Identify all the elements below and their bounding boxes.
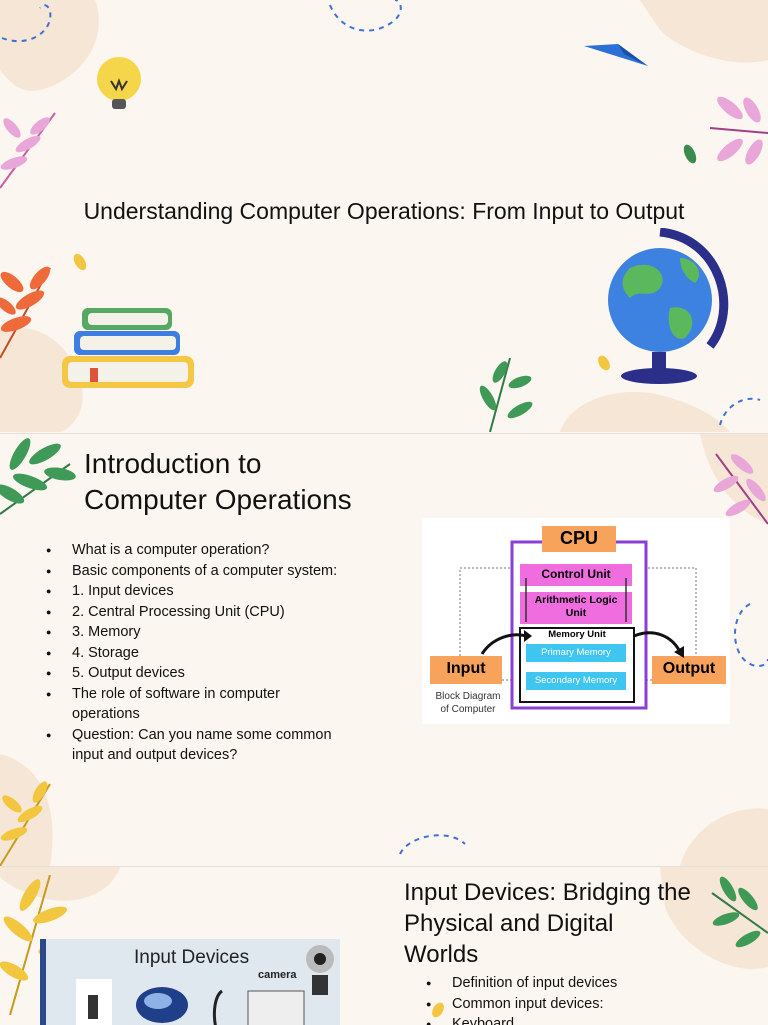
list-item: What is a computer operation?	[46, 540, 346, 561]
bullet-list: Definition of input devices Common input…	[426, 973, 726, 1025]
input-label: Input	[446, 660, 486, 677]
leaf-icon	[598, 355, 610, 371]
list-item: Question: Can you name some common input…	[46, 725, 346, 766]
pink-leaf-icon	[0, 112, 56, 189]
slide-title-line: Introduction to	[84, 448, 262, 479]
slide-title-line: Computer Operations	[84, 484, 352, 515]
orange-leaf-icon	[0, 266, 51, 359]
cpu-label: CPU	[559, 528, 598, 548]
devices-illustration	[40, 939, 334, 1025]
slide-title-line: Physical and Digital	[404, 910, 614, 937]
alu-label: Arithmetic Logic Unit	[534, 594, 618, 619]
cpu-block-diagram: CPU Control Unit Arithmetic Logic Unit M…	[422, 518, 730, 724]
control-unit-label: Control Unit	[541, 567, 611, 581]
diagram-caption-line: of Computer	[440, 704, 496, 715]
list-item: Common input devices:	[426, 994, 726, 1015]
pink-leaf-icon	[713, 453, 768, 525]
green-leaf-icon	[479, 358, 533, 432]
introduction-slide: Introduction to Computer Operations What…	[0, 433, 768, 866]
globe-icon	[608, 228, 729, 384]
leaf-icon	[683, 144, 697, 164]
slide-title: Introduction to Computer Operations	[84, 446, 404, 518]
diagram-caption: Block Diagram of Computer	[428, 690, 508, 716]
green-leaf-icon	[0, 438, 76, 515]
slide-title-line: Worlds	[404, 941, 479, 968]
list-item: 2. Central Processing Unit (CPU)	[46, 602, 346, 623]
output-label: Output	[662, 660, 716, 677]
list-item: Basic components of a computer system:	[46, 561, 346, 582]
slide-title-line: Input Devices: Bridging the	[404, 879, 691, 906]
list-item: Definition of input devices	[426, 973, 726, 994]
paper-plane-icon	[584, 44, 648, 66]
slide-title: Input Devices: Bridging the Physical and…	[404, 877, 734, 970]
block-diagram-graphic	[430, 526, 726, 710]
background-decoration	[0, 0, 768, 432]
input-devices-slide: Input Devices: Bridging the Physical and…	[0, 866, 768, 1025]
list-item: 1. Input devices	[46, 581, 346, 602]
primary-memory-label: Primary Memory	[541, 647, 611, 658]
diagram-caption-line: Block Diagram	[435, 691, 501, 702]
leaf-icon	[73, 253, 87, 271]
input-devices-image: Input Devices camera	[40, 939, 340, 1025]
list-item: 3. Memory	[46, 622, 346, 643]
list-item: The role of software in computer operati…	[46, 684, 346, 725]
list-item: Keyboard	[426, 1014, 726, 1025]
books-icon	[62, 308, 194, 388]
secondary-memory-label: Secondary Memory	[534, 675, 618, 686]
list-item: 5. Output devices	[46, 663, 346, 684]
yellow-leaf-icon	[0, 781, 51, 866]
green-leaf-icon	[711, 876, 768, 948]
bullet-list: What is a computer operation? Basic comp…	[46, 540, 346, 766]
list-item: 4. Storage	[46, 643, 346, 664]
title-slide: Understanding Computer Operations: From …	[0, 0, 768, 432]
memory-unit-label: Memory Unit	[548, 629, 606, 640]
pink-leaf-icon	[709, 96, 768, 165]
lightbulb-icon	[97, 57, 141, 109]
slide-title: Understanding Computer Operations: From …	[83, 198, 685, 224]
image-heading: Input Devices	[134, 947, 250, 968]
camera-label: camera	[258, 969, 297, 981]
